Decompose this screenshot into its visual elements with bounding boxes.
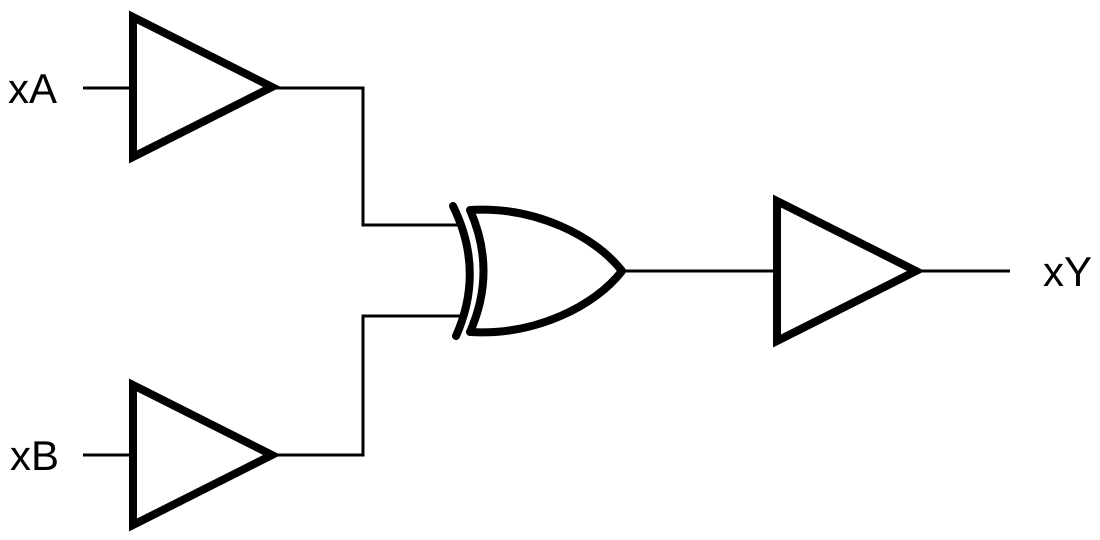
- label-output-y: xY: [1043, 248, 1092, 295]
- xor-gate: [449, 202, 626, 340]
- buffer-gate-a: [129, 10, 281, 164]
- xor-gate-input-arc: [449, 202, 474, 340]
- gates: [129, 10, 925, 532]
- wires: [83, 86, 1010, 457]
- wire-buffer-b-to-xor: [276, 314, 462, 457]
- wire-buffer-a-to-xor: [272, 86, 462, 227]
- buffer-gate-y: [773, 194, 925, 348]
- label-input-b: xB: [10, 432, 59, 479]
- xor-gate-body: [466, 205, 626, 337]
- signal-labels: xA xB xY: [8, 65, 1092, 479]
- label-input-a: xA: [8, 65, 57, 112]
- buffer-gate-b: [129, 378, 281, 532]
